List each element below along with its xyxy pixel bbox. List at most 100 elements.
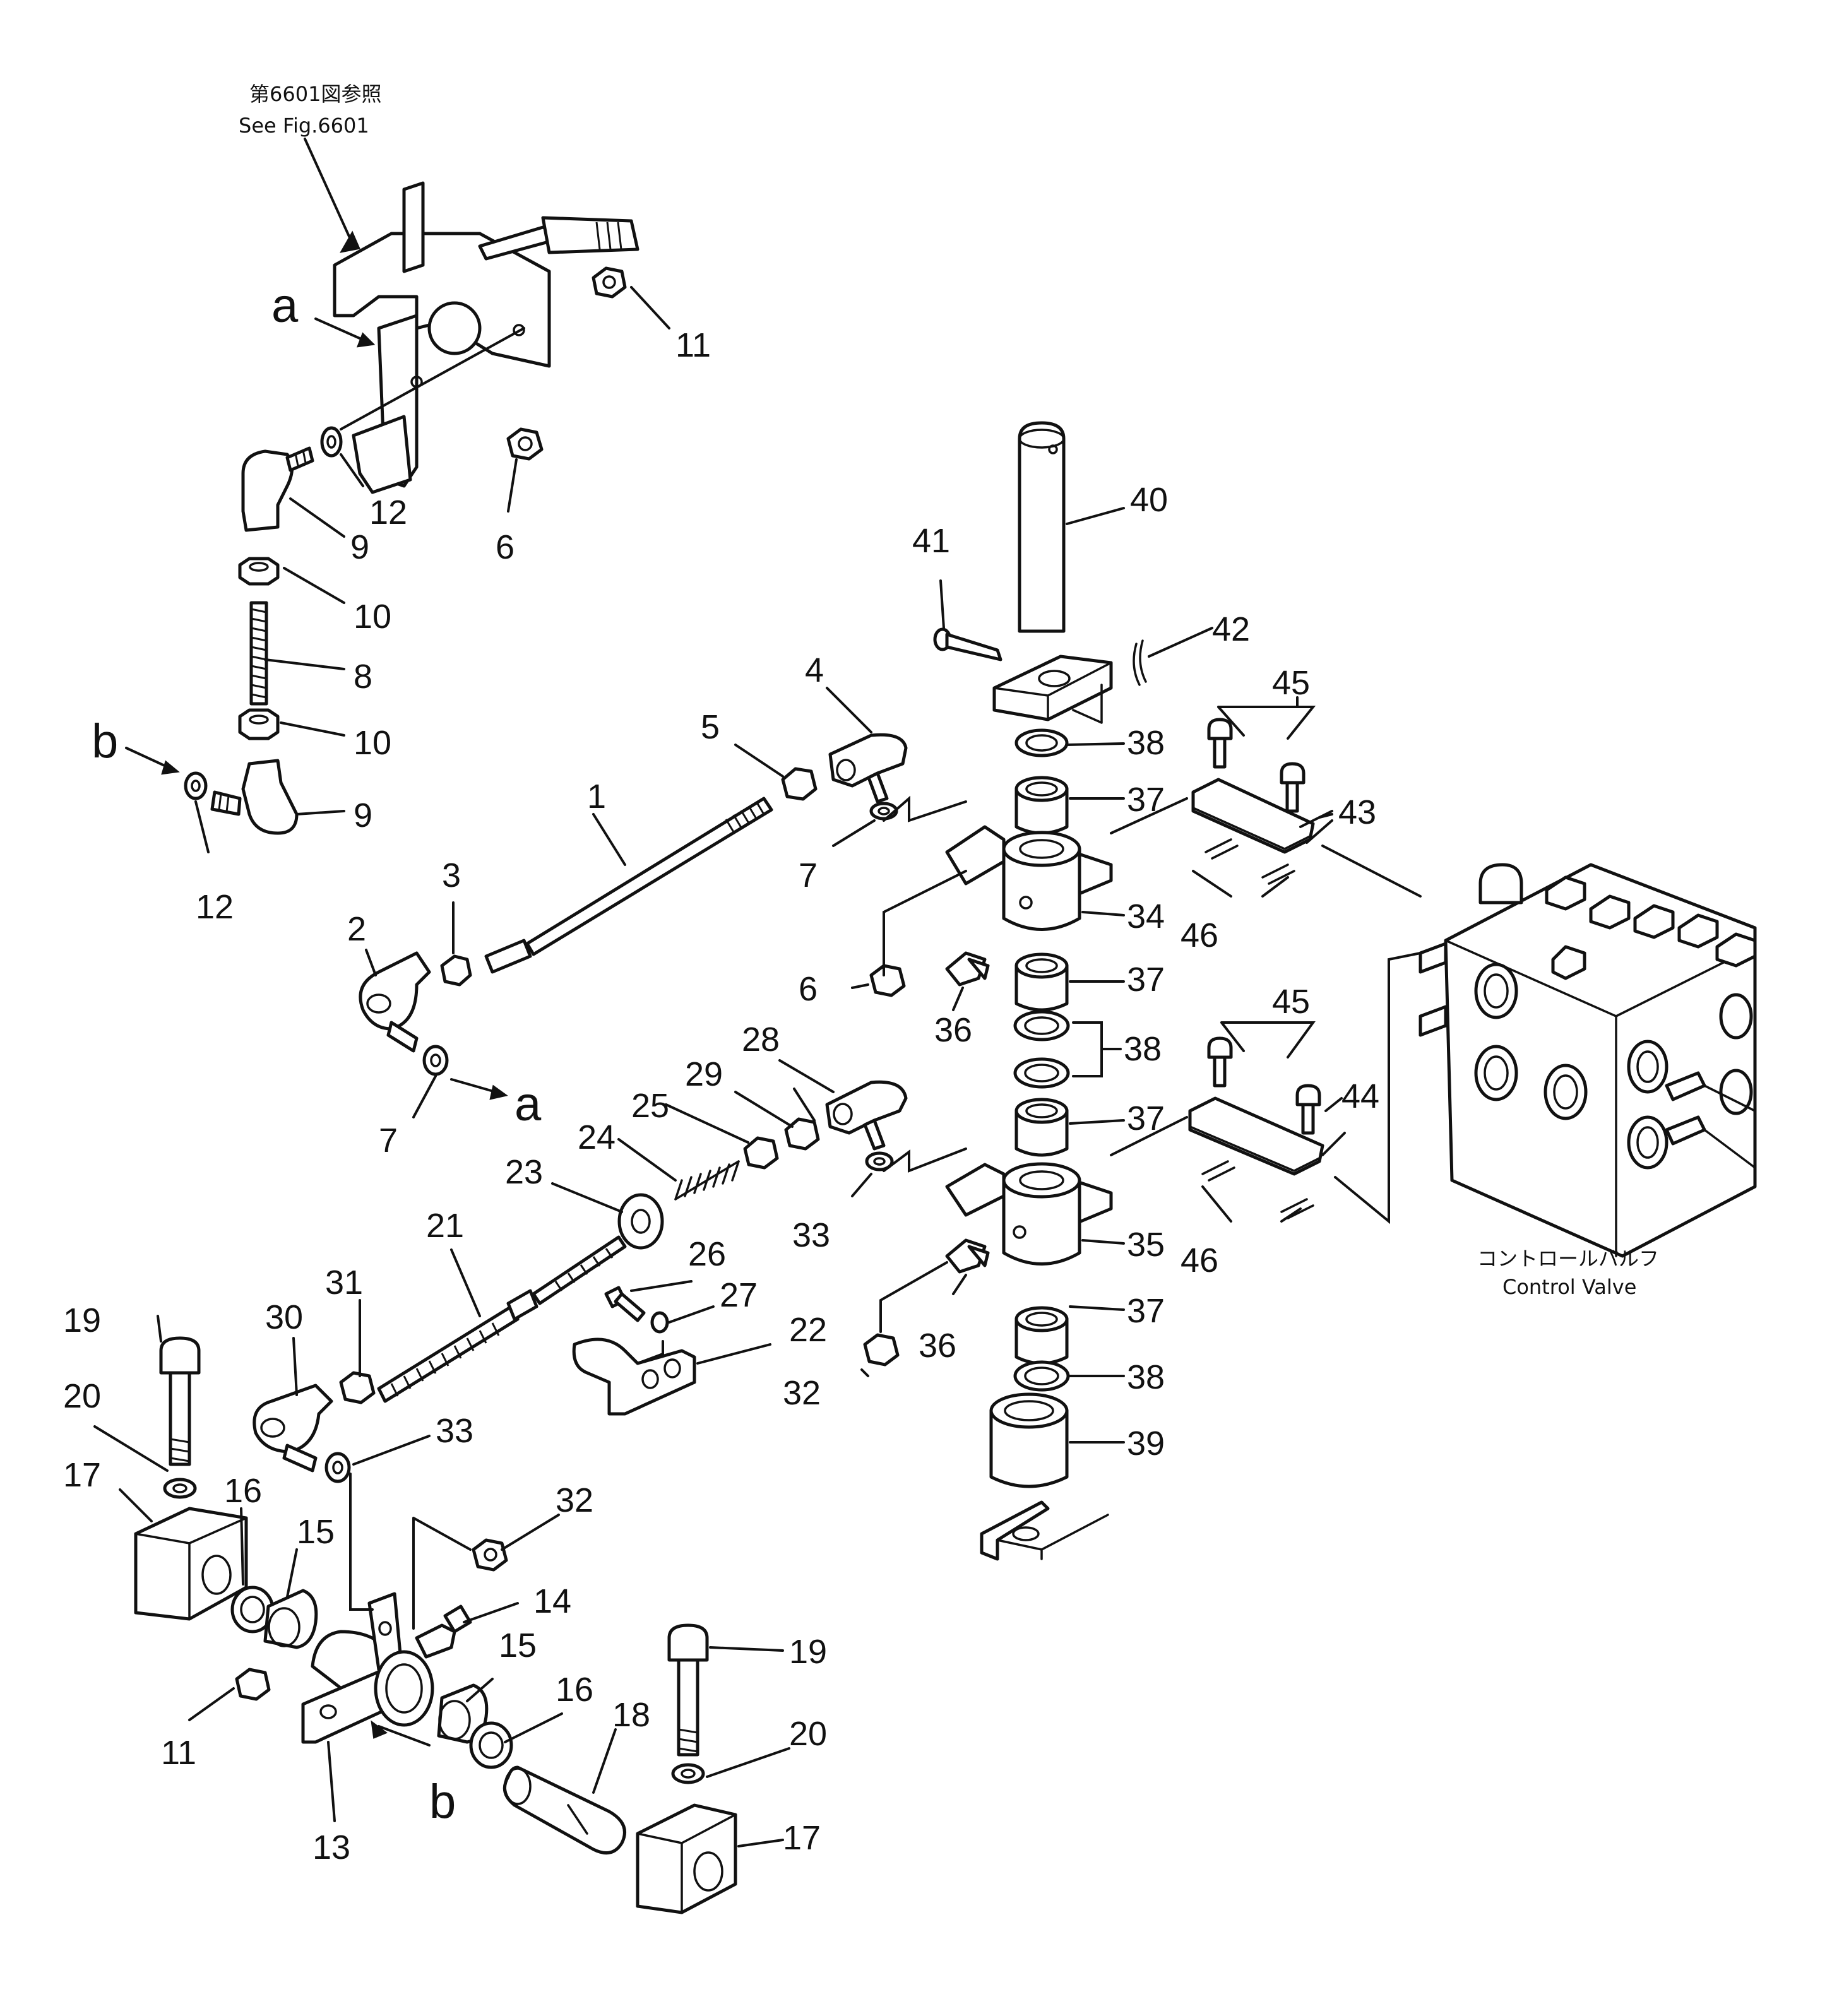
callout-35: 35 — [1127, 1226, 1165, 1264]
rod-end-9-upper — [241, 446, 314, 532]
callout-31: 31 — [325, 1264, 363, 1302]
lever-13 — [301, 1592, 434, 1744]
callout-26: 26 — [688, 1235, 726, 1273]
callout-5: 5 — [701, 708, 720, 746]
bushing-15-right — [437, 1683, 489, 1744]
callout-25: 25 — [631, 1087, 669, 1125]
callout-40: 40 — [1130, 481, 1168, 519]
lever-34 — [945, 825, 1113, 931]
callout-12: 12 — [369, 494, 407, 531]
callout-28: 28 — [742, 1021, 780, 1058]
callout-15: 15 — [297, 1513, 335, 1551]
rod-end-2 — [359, 951, 431, 1053]
callout-16: 16 — [224, 1472, 262, 1510]
callout-18: 18 — [612, 1696, 650, 1734]
callout-44: 44 — [1341, 1077, 1379, 1115]
callout-37: 37 — [1127, 961, 1165, 999]
bushing-37-c — [1014, 1098, 1069, 1157]
callout-36: 36 — [919, 1327, 956, 1365]
callout-37: 37 — [1127, 781, 1165, 819]
nut-3 — [440, 954, 472, 987]
callout-7: 7 — [799, 857, 818, 894]
bushing-37-b — [1014, 952, 1069, 1012]
lower-plate — [980, 1500, 1109, 1561]
callout-39: 39 — [1127, 1425, 1165, 1462]
lever-35 — [945, 1162, 1113, 1266]
bolt-26 — [604, 1286, 646, 1322]
callout-34: 34 — [1127, 898, 1165, 935]
reference-note-jp: 第6601図参照 — [249, 82, 381, 106]
callout-24: 24 — [578, 1118, 616, 1156]
callout-17: 17 — [63, 1456, 101, 1494]
collar-39 — [989, 1392, 1069, 1488]
callout-23: 23 — [505, 1153, 543, 1191]
washer-20-right — [671, 1763, 705, 1784]
nut-29 — [784, 1117, 820, 1151]
washer-33-left — [324, 1452, 351, 1483]
callout-19: 19 — [63, 1302, 101, 1339]
bolts-45-upper — [1207, 718, 1306, 813]
callout-43: 43 — [1338, 793, 1376, 831]
block-17-left — [134, 1507, 248, 1621]
control-valve-label-jp: コントロールバルフ — [1477, 1247, 1659, 1271]
callout-45: 45 — [1272, 664, 1310, 702]
leader-lines — [93, 138, 1422, 1847]
bolt-19-right — [667, 1623, 709, 1757]
callout-7: 7 — [379, 1122, 398, 1159]
callout-20: 20 — [63, 1377, 101, 1415]
callout-3: 3 — [442, 857, 461, 894]
washer-7-left — [422, 1045, 449, 1076]
shims-46-lower — [1201, 1160, 1314, 1219]
nut-32-lower — [472, 1538, 508, 1572]
callout-20: 20 — [789, 1715, 827, 1753]
callout-2: 2 — [347, 910, 366, 948]
nut-11-lower — [235, 1668, 271, 1701]
callout-46: 46 — [1181, 916, 1218, 954]
callout-15: 15 — [499, 1627, 537, 1664]
cotter-42 — [1133, 639, 1147, 686]
washer-7-right — [869, 802, 898, 821]
pin-41 — [933, 627, 1002, 661]
callout-41: 41 — [912, 522, 950, 560]
callout-9: 9 — [350, 528, 369, 566]
callout-8: 8 — [354, 658, 372, 696]
bushing-16-left — [230, 1586, 275, 1634]
washer-20-left — [163, 1478, 197, 1499]
bearing-38-c — [1013, 1360, 1070, 1392]
callout-10: 10 — [354, 598, 391, 636]
callout-14: 14 — [533, 1582, 571, 1620]
callout-17: 17 — [783, 1819, 821, 1857]
callout-16: 16 — [556, 1671, 593, 1709]
rod-end-30 — [253, 1384, 333, 1473]
callout-4: 4 — [805, 651, 824, 689]
upper-plate — [992, 655, 1113, 724]
bolts-45-lower — [1207, 1036, 1321, 1135]
reference-note-en: See Fig.6601 — [239, 114, 369, 138]
callout-1: 1 — [587, 778, 606, 815]
grease-fitting-14 — [415, 1604, 472, 1659]
nut-31 — [339, 1371, 376, 1404]
grease-fitting-36-b — [945, 1238, 990, 1274]
nut-6-center — [869, 964, 906, 997]
bushing-37-d — [1014, 1306, 1069, 1365]
callout-37: 37 — [1127, 1292, 1165, 1330]
callout-30: 30 — [265, 1298, 303, 1336]
callout-12: 12 — [196, 888, 234, 926]
callout-37: 37 — [1127, 1100, 1165, 1137]
callout-29: 29 — [685, 1055, 723, 1093]
plates-44 — [1188, 1096, 1324, 1176]
callout-32: 32 — [556, 1481, 593, 1519]
letter-b-lower: b — [429, 1775, 456, 1829]
bracket-22 — [572, 1337, 696, 1416]
rod-1 — [484, 797, 773, 974]
collar-23 — [617, 1193, 664, 1250]
rod-end-9-lower — [210, 759, 299, 835]
rod-end-4 — [828, 733, 908, 803]
shaft-40 — [1018, 421, 1066, 633]
lever-bracket-assembly — [333, 181, 639, 494]
callout-6: 6 — [496, 528, 515, 566]
callout-33: 33 — [792, 1216, 830, 1254]
bushing-16-right — [469, 1721, 513, 1769]
